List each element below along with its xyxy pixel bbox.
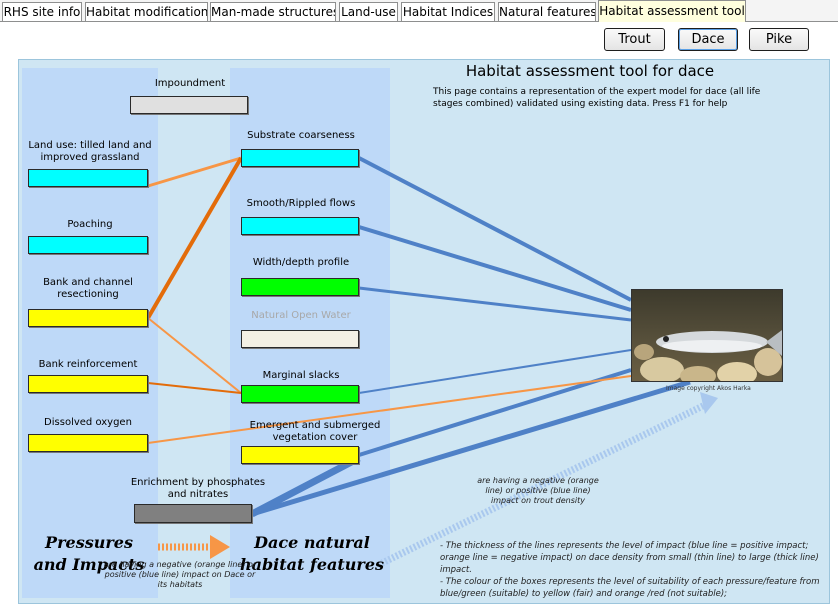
line-flows-dace (358, 225, 632, 312)
pike-button[interactable]: Pike (749, 28, 809, 51)
trout-button[interactable]: Trout (604, 28, 665, 51)
width-depth-label: Width/depth profile (252, 257, 350, 268)
line-enrichment-dace (251, 379, 691, 517)
dace-photo (631, 289, 783, 382)
enrichment-label: Enrichment by phosphates and nitrates (130, 477, 266, 500)
substrate-box[interactable] (241, 149, 359, 167)
open-water-box[interactable] (241, 330, 359, 348)
tab-habitat-modification[interactable]: Habitat modification (85, 2, 208, 21)
poaching-label: Poaching (67, 219, 113, 230)
arrow-head-features (700, 392, 718, 414)
flows-box[interactable] (241, 217, 359, 235)
width-depth-box[interactable] (241, 278, 359, 296)
marginal-slacks-label: Marginal slacks (262, 370, 340, 381)
flows-label: Smooth/Rippled flows (246, 198, 356, 209)
vegetation-label: Emergent and submerged vegetation cover (249, 420, 381, 443)
line-vegetation-dace (358, 368, 632, 457)
pressure-impact-note: are having a negative (orange line) or p… (103, 560, 257, 589)
arrow-head-pressures (210, 535, 230, 559)
line-bank-substrate (146, 156, 243, 320)
bank-channel-box[interactable] (28, 309, 148, 327)
poaching-box[interactable] (28, 236, 148, 254)
dace-button[interactable]: Dace (678, 28, 738, 51)
line-landuse-substrate (147, 156, 242, 188)
features-heading: Dace natural habitat features (239, 533, 385, 574)
photo-credit: Image copyright Akos Harka (666, 385, 751, 392)
legend-notes: - The thickness of the lines represents … (440, 541, 820, 599)
tab-habitat-indices[interactable]: Habitat Indices (401, 2, 495, 21)
line-slacks-dace (358, 349, 632, 394)
tab-bar: RHS site info Habitat modification Man-m… (0, 0, 838, 22)
line-bank-slacks (147, 317, 242, 394)
tab-land-use[interactable]: Land-use (339, 2, 398, 21)
arrow-features-to-dace (376, 401, 707, 569)
bank-channel-label: Bank and channel resectioning (43, 277, 133, 300)
substrate-label: Substrate coarseness (247, 130, 355, 141)
line-substrate-dace (358, 156, 632, 302)
dissolved-oxygen-box[interactable] (28, 434, 148, 452)
dissolved-oxygen-label: Dissolved oxygen (44, 417, 132, 428)
line-enrichment-vegetation (250, 454, 361, 518)
page-title: Habitat assessment tool for dace (465, 62, 715, 80)
tab-man-made-structures[interactable]: Man-made structures (210, 2, 336, 21)
line-width-depth-dace (358, 286, 632, 322)
feature-impact-note: are having a negative (orange line) or p… (477, 476, 599, 505)
enrichment-box[interactable] (134, 504, 252, 523)
bank-reinforcement-box[interactable] (28, 375, 148, 393)
marginal-slacks-box[interactable] (241, 385, 359, 403)
pressures-heading: Pressures and Impacts (33, 533, 145, 574)
tab-natural-features[interactable]: Natural features (498, 2, 596, 21)
land-use-label: Land use: tilled land and improved grass… (28, 140, 152, 163)
impoundment-label: Impoundment (154, 78, 226, 89)
bank-reinforcement-label: Bank reinforcement (38, 359, 138, 370)
impoundment-box[interactable] (130, 96, 248, 114)
line-oxygen-dace (147, 375, 632, 444)
dace-fish-image (634, 330, 782, 381)
tab-rhs-site-info[interactable]: RHS site info (2, 2, 82, 21)
open-water-label: Natural Open Water (251, 310, 351, 321)
tab-underline (0, 21, 838, 22)
page-description: This page contains a representation of t… (433, 87, 761, 109)
land-use-box[interactable] (28, 169, 148, 187)
tab-habitat-assessment-tool[interactable]: Habitat assessment tool (598, 0, 746, 22)
line-reinforcement-slacks (147, 382, 242, 394)
vegetation-box[interactable] (241, 446, 359, 464)
